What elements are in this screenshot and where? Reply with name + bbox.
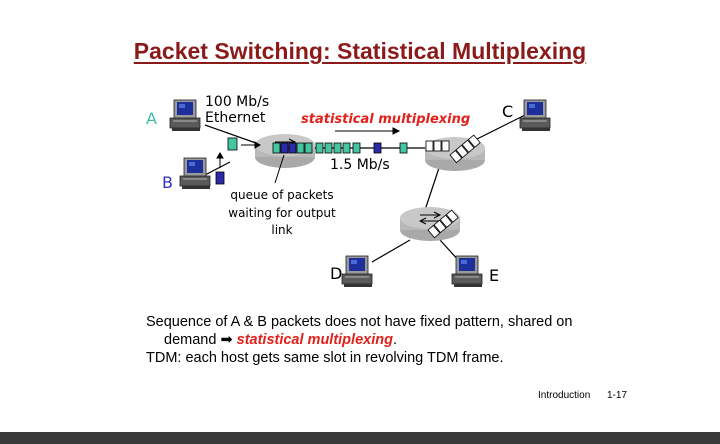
host-a-computer-icon <box>169 99 201 132</box>
arrow-b-icon <box>216 152 224 168</box>
footer-page-number: 1-17 <box>607 390 628 401</box>
queue-caption-line3: link <box>271 223 292 237</box>
body-line-2-prefix: demand <box>164 332 217 348</box>
host-e-label: E <box>489 266 499 285</box>
right-arrow-icon: ➡ <box>220 332 233 348</box>
footer-section: Introduction <box>538 390 591 401</box>
link-type: Ethernet <box>205 110 266 126</box>
network-diagram: A B C D E 100 Mb/s Ethernet statistical … <box>146 94 551 288</box>
output-queue <box>272 142 313 154</box>
body-line-2-suffix: . <box>392 332 397 348</box>
slide-body: Sequence of A & B packets does not have … <box>146 313 646 367</box>
host-b-computer-icon <box>179 157 211 190</box>
host-d-label: D <box>330 264 342 283</box>
packet-b <box>215 171 225 185</box>
link-speed-mid: 1.5 Mb/s <box>330 157 390 173</box>
forwarded-packets <box>425 134 481 239</box>
queue-caption-line1: queue of packets <box>230 188 333 202</box>
link-speed-top: 100 Mb/s <box>205 94 269 110</box>
host-b-label: B <box>162 173 173 192</box>
slide-title: Packet Switching: Statistical Multiplexi… <box>133 38 587 64</box>
arrow-a-icon <box>241 141 261 149</box>
body-line-1: Sequence of A & B packets does not have … <box>146 314 573 330</box>
host-a-label: A <box>146 109 157 128</box>
queue-pointer <box>274 154 285 184</box>
packets-in-flight <box>315 142 408 154</box>
body-line-2: demand ➡ statistical multiplexing. <box>146 331 646 349</box>
mux-arrow-icon <box>335 127 401 135</box>
host-d-computer-icon <box>341 255 373 288</box>
queue-caption-line2: waiting for output <box>228 206 336 220</box>
bottom-bar <box>0 432 720 444</box>
router-bottom <box>400 207 460 241</box>
host-c-label: C <box>502 102 513 121</box>
packet-a <box>227 137 238 151</box>
host-e-computer-icon <box>451 255 483 288</box>
host-c-computer-icon <box>519 99 551 132</box>
mux-label: statistical multiplexing <box>301 112 470 127</box>
body-line-2-emphasis: statistical multiplexing <box>236 332 393 348</box>
slide: Packet Switching: Statistical Multiplexi… <box>133 38 646 401</box>
body-line-3: TDM: each host gets same slot in revolvi… <box>146 350 504 366</box>
